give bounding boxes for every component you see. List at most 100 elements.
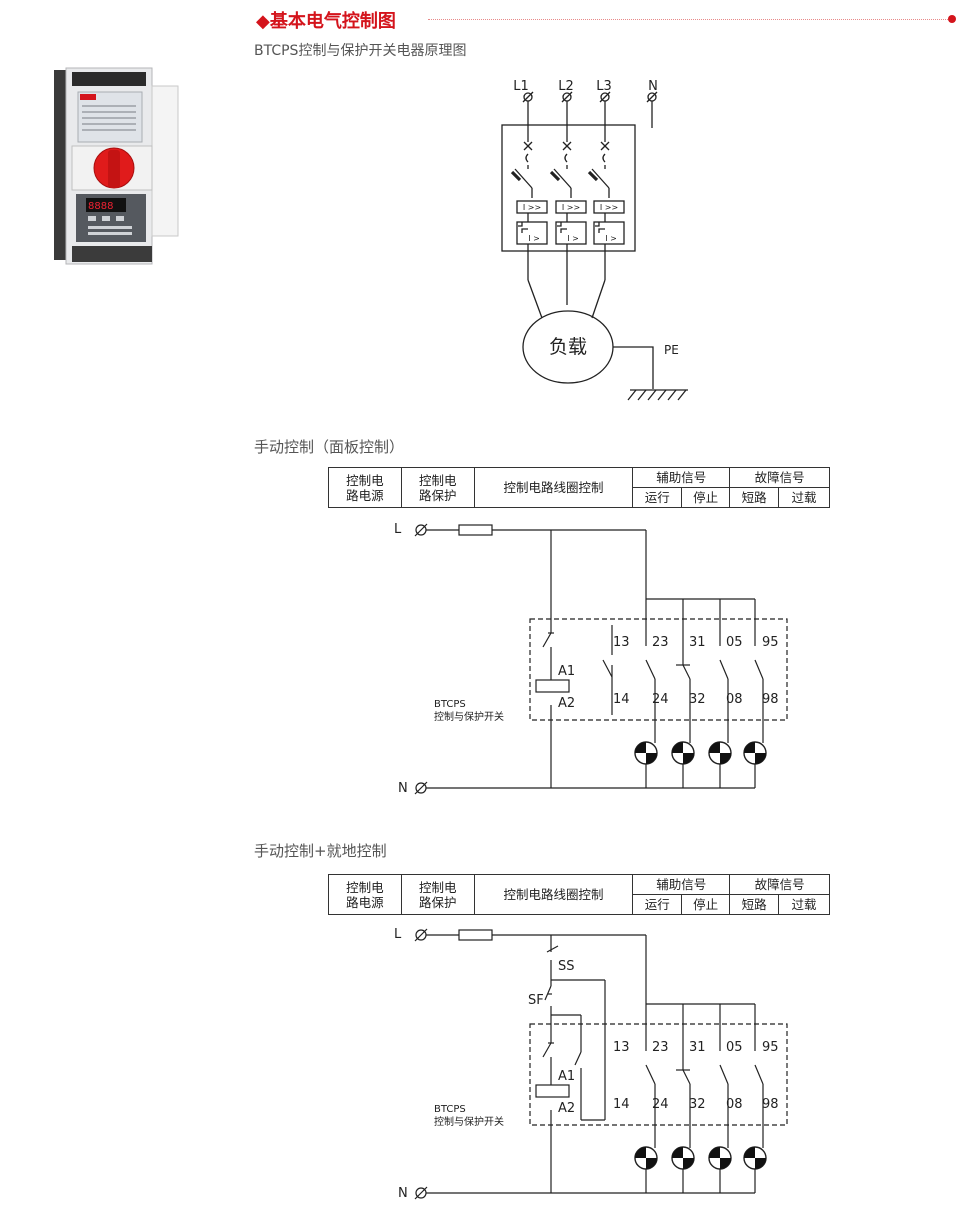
coil-icon bbox=[535, 679, 570, 693]
overload-label-3: I > bbox=[605, 234, 617, 243]
overload-label-1: I > bbox=[528, 234, 540, 243]
trip-label-3: I >> bbox=[600, 203, 618, 212]
indicator-lamp-icon bbox=[634, 1146, 658, 1170]
terminal-l-label: L bbox=[394, 927, 402, 942]
device-name-label: BTCPS bbox=[434, 1104, 466, 1115]
indicator-lamp-icon bbox=[671, 741, 695, 765]
subtitle: BTCPS控制与保护开关电器原理图 bbox=[254, 43, 467, 59]
diagram2-contact-labels: SS SF A1 A2 13 23 31 05 95 14 24 32 08 9… bbox=[528, 959, 779, 1116]
contact-top-13: 13 bbox=[613, 635, 630, 650]
overload-label-2: I > bbox=[567, 234, 579, 243]
device-label-plate bbox=[77, 91, 143, 143]
col-short: 短路 bbox=[729, 894, 780, 915]
device-name-label: BTCPS bbox=[434, 699, 466, 710]
contact-bottom-32: 32 bbox=[689, 692, 706, 707]
btcps-switch-product-photo: 8888 bbox=[54, 67, 179, 265]
col-control-power: 控制电 路电源 bbox=[328, 874, 402, 915]
terminal-labels: L1 L2 L3 N bbox=[513, 79, 658, 94]
coil-a2-label: A2 bbox=[558, 696, 575, 711]
contact-top-05: 05 bbox=[726, 1040, 743, 1055]
coil-icon bbox=[535, 1084, 570, 1098]
release-labels: I >> I >> I >> I > I > I > bbox=[523, 203, 618, 243]
device-rail-left bbox=[54, 70, 68, 260]
device-side-module bbox=[151, 85, 179, 237]
contact-top-23: 23 bbox=[652, 1040, 669, 1055]
pe-label: PE bbox=[664, 343, 679, 357]
terminal-l1: L1 bbox=[513, 79, 529, 94]
col-run: 运行 bbox=[632, 487, 683, 508]
col-stop: 停止 bbox=[681, 894, 731, 915]
fuse-icon bbox=[458, 524, 493, 536]
sf-label: SF bbox=[528, 993, 544, 1008]
terminal-l3: L3 bbox=[596, 79, 612, 94]
ss-label: SS bbox=[558, 959, 575, 974]
contact-bottom-98: 98 bbox=[762, 1097, 779, 1112]
col-coil-control: 控制电路线圈控制 bbox=[473, 874, 634, 915]
contact-bottom-14: 14 bbox=[613, 692, 630, 707]
knob-handle bbox=[108, 150, 120, 188]
trip-label-2: I >> bbox=[562, 203, 580, 212]
contact-bottom-98: 98 bbox=[762, 692, 779, 707]
contact-bottom-14: 14 bbox=[613, 1097, 630, 1112]
contact-top-05: 05 bbox=[726, 635, 743, 650]
indicator-lamp-icon bbox=[743, 741, 767, 765]
indicator-lamp-icon bbox=[708, 741, 732, 765]
pole-1 bbox=[510, 125, 533, 198]
col-stop: 停止 bbox=[681, 487, 731, 508]
indicator-lamp-icon bbox=[743, 1146, 767, 1170]
contact-bottom-24: 24 bbox=[652, 1097, 669, 1112]
col-overload: 过载 bbox=[778, 894, 830, 915]
device-buttons bbox=[88, 216, 132, 235]
contact-bottom-32: 32 bbox=[689, 1097, 706, 1112]
coil-a1-label: A1 bbox=[558, 664, 575, 679]
col-control-protection: 控制电 路保护 bbox=[400, 467, 475, 508]
diagram1-indicator-lamps bbox=[634, 741, 767, 765]
contact-bottom-24: 24 bbox=[652, 692, 669, 707]
device-bottom-terminals bbox=[72, 246, 152, 262]
terminal-n: N bbox=[648, 79, 658, 94]
diagram1-header-table: 控制电 路电源 控制电 路保护 控制电路线圈控制 辅助信号 故障信号 运行 停止… bbox=[328, 467, 830, 508]
coil-a2-label: A2 bbox=[558, 1101, 575, 1116]
col-fault-signal: 故障信号 bbox=[729, 467, 830, 488]
terminal-l2: L2 bbox=[558, 79, 574, 94]
device-top-terminals bbox=[72, 72, 146, 86]
indicator-lamp-icon bbox=[634, 741, 658, 765]
diagram2-title: 手动控制+就地控制 bbox=[254, 842, 387, 860]
load-label: 负载 bbox=[549, 336, 587, 358]
device-desc-label: 控制与保护开关 bbox=[434, 710, 504, 723]
col-aux-signal: 辅助信号 bbox=[632, 467, 731, 488]
diagram2-header-table: 控制电 路电源 控制电 路保护 控制电路线圈控制 辅助信号 故障信号 运行 停止… bbox=[328, 874, 830, 915]
pole-2 bbox=[549, 125, 572, 198]
terminal-n-label: N bbox=[398, 1186, 408, 1201]
coil-a1-label: A1 bbox=[558, 1069, 575, 1084]
section-title: ◆基本电气控制图 bbox=[256, 7, 396, 33]
device-display bbox=[86, 198, 126, 212]
diamond-bullet-icon: ◆ bbox=[256, 11, 270, 32]
trip-label-1: I >> bbox=[523, 203, 541, 212]
contact-top-23: 23 bbox=[652, 635, 669, 650]
principle-diagram: L1 L2 L3 N bbox=[501, 79, 688, 401]
col-coil-control: 控制电路线圈控制 bbox=[473, 467, 634, 508]
device-brand-mark bbox=[80, 94, 96, 100]
pole-3 bbox=[587, 125, 610, 198]
col-fault-signal: 故障信号 bbox=[729, 874, 830, 895]
section-title-text: 基本电气控制图 bbox=[269, 11, 396, 32]
device-desc-label: 控制与保护开关 bbox=[434, 1115, 504, 1128]
header-dot-icon bbox=[948, 15, 956, 23]
header-divider bbox=[428, 19, 950, 20]
contact-top-13: 13 bbox=[613, 1040, 630, 1055]
diagram1-wiring bbox=[414, 523, 788, 795]
fuse-icon bbox=[458, 929, 493, 941]
col-control-power: 控制电 路电源 bbox=[328, 467, 402, 508]
diagram1-contact-labels: A1 A2 13 23 31 05 95 14 24 32 08 98 bbox=[558, 635, 779, 711]
contact-top-31: 31 bbox=[689, 1040, 706, 1055]
col-overload: 过载 bbox=[778, 487, 830, 508]
display-digits-icon: 8888 bbox=[88, 201, 113, 212]
col-aux-signal: 辅助信号 bbox=[632, 874, 731, 895]
contact-bottom-08: 08 bbox=[726, 1097, 743, 1112]
diagram2-circuit: L N bbox=[394, 927, 788, 1201]
indicator-lamp-icon bbox=[708, 1146, 732, 1170]
contact-bottom-08: 08 bbox=[726, 692, 743, 707]
diagram2-wiring bbox=[414, 928, 788, 1200]
indicator-lamp-icon bbox=[671, 1146, 695, 1170]
